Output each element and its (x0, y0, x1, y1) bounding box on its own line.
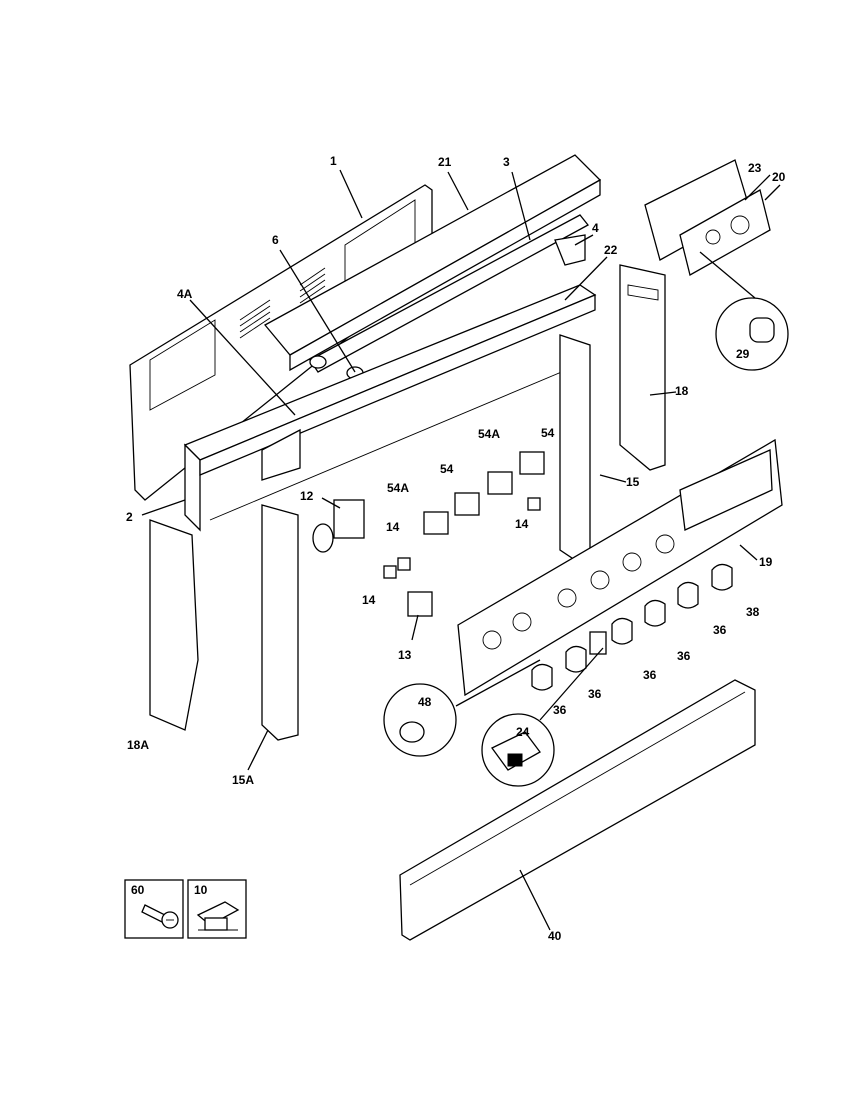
left-post (261, 504, 299, 741)
label-36-a: 36 (713, 623, 727, 637)
control-bracket (183, 234, 597, 532)
label-23: 23 (748, 161, 762, 175)
control-panel (457, 438, 783, 697)
label-38: 38 (746, 605, 760, 619)
relay-icon (196, 901, 240, 931)
top-trim (263, 154, 602, 372)
label-48: 48 (418, 695, 432, 709)
side-trim-left (149, 519, 199, 731)
label-14-c: 14 (362, 593, 376, 607)
label-15: 15 (626, 475, 640, 489)
label-3: 3 (503, 155, 510, 169)
detail-callouts (383, 251, 789, 787)
label-15a: 15A (232, 773, 254, 787)
screw-icon (141, 904, 179, 929)
label-13: 13 (398, 648, 412, 662)
support-rod (309, 214, 589, 380)
label-54a-top: 54A (478, 427, 500, 441)
label-1: 1 (330, 154, 337, 168)
label-24: 24 (516, 725, 530, 739)
label-14-a: 14 (515, 517, 529, 531)
front-trim (399, 679, 756, 941)
legend-label-60: 60 (131, 883, 145, 897)
control-knobs (531, 563, 733, 691)
label-6: 6 (272, 233, 279, 247)
label-40: 40 (548, 929, 562, 943)
label-14-b: 14 (386, 520, 400, 534)
label-36-d: 36 (588, 687, 602, 701)
side-bracket-right (619, 264, 666, 471)
label-54-mid: 54 (440, 462, 454, 476)
center-post (559, 334, 591, 561)
label-19: 19 (759, 555, 773, 569)
label-18a: 18A (127, 738, 149, 752)
label-36-c: 36 (643, 668, 657, 682)
label-54-top: 54 (541, 426, 555, 440)
label-36-e: 36 (553, 703, 567, 717)
part-labels: 1 21 3 6 4 22 23 20 4A 29 18 54A 54 54 5… (126, 154, 786, 943)
label-54a-mid: 54A (387, 481, 409, 495)
label-22: 22 (604, 243, 618, 257)
label-4a: 4A (177, 287, 193, 301)
label-4: 4 (592, 221, 599, 235)
switches (312, 451, 545, 617)
label-2: 2 (126, 510, 133, 524)
label-12: 12 (300, 489, 314, 503)
leader-lines (141, 169, 781, 931)
legend-box-relay: 10 (187, 879, 247, 939)
label-21: 21 (438, 155, 452, 169)
label-36-b: 36 (677, 649, 691, 663)
label-20: 20 (772, 170, 786, 184)
legend-label-10: 10 (194, 883, 208, 897)
legend-box-screw: 60 (124, 879, 184, 939)
label-29: 29 (736, 347, 750, 361)
label-18: 18 (675, 384, 689, 398)
